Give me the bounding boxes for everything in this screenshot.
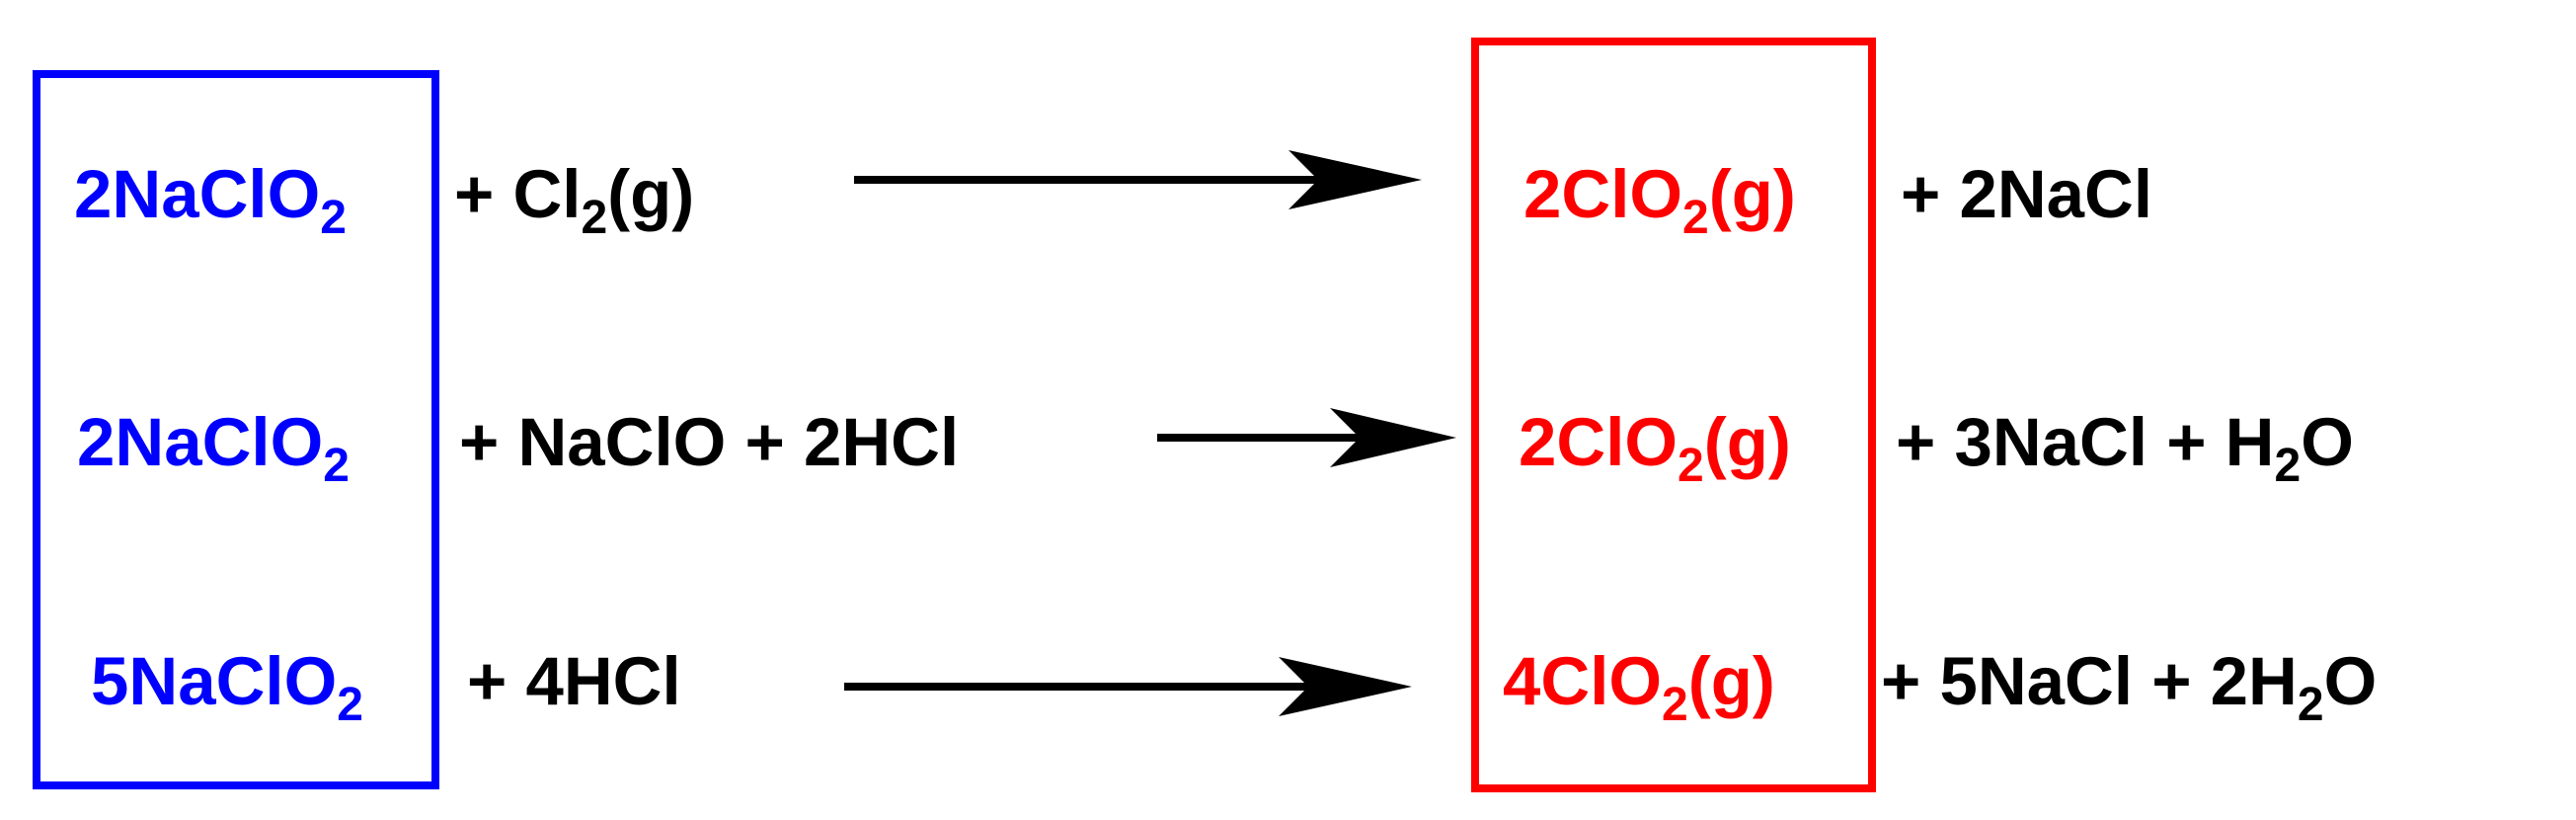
- equation-2-product: 2ClO2(g): [1519, 404, 1791, 492]
- equation-3: 5NaClO2 + 4HCl 4ClO2(g) + 5NaCl + 2H2O: [0, 0, 2576, 729]
- equation-1-reactant: 2NaClO2: [74, 156, 347, 244]
- equation-3-reagent: + 4HCl: [467, 643, 681, 719]
- product-highlight-box: [1471, 38, 1876, 792]
- equation-3-reactant: 5NaClO2: [91, 643, 363, 731]
- equation-3-product: 4ClO2(g): [1503, 643, 1775, 731]
- reactant-highlight-box: [33, 70, 439, 789]
- equation-2-reagent: + NaClO + 2HCl: [459, 404, 960, 480]
- equation-1-arrow: [854, 150, 1422, 209]
- equation-1-reagent: + Cl2(g): [454, 156, 695, 244]
- equation-3-arrow: [844, 657, 1412, 716]
- equation-1-byproduct: + 2NaCl: [1901, 156, 2153, 232]
- equation-2-arrow: [1157, 408, 1456, 467]
- equation-2: 2NaClO2 + NaClO + 2HCl 2ClO2(g) + 3NaCl …: [0, 0, 2576, 490]
- equation-2-byproduct: + 3NaCl + H2O: [1896, 404, 2354, 492]
- equation-1: 2NaClO2 + Cl2(g) 2ClO2(g) + 2NaCl: [0, 0, 2576, 242]
- equation-3-byproduct: + 5NaCl + 2H2O: [1881, 643, 2378, 731]
- equation-1-product: 2ClO2(g): [1523, 156, 1796, 244]
- equation-2-reactant: 2NaClO2: [77, 404, 350, 492]
